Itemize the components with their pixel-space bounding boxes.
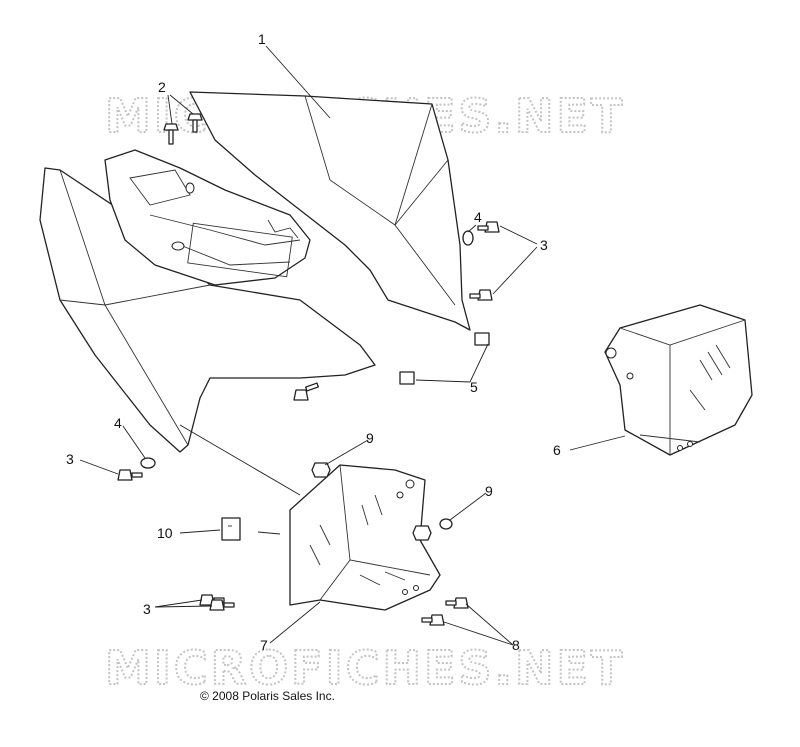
bolt-2b xyxy=(187,113,203,133)
bolt-3f xyxy=(293,382,319,401)
heat-shield-upper xyxy=(604,304,753,456)
callout-3-left: 3 xyxy=(66,451,74,467)
callout-4-lower: 4 xyxy=(114,415,122,431)
bolt-3b xyxy=(469,289,493,301)
callout-6: 6 xyxy=(553,442,561,458)
rear-fender xyxy=(39,91,471,453)
callout-10: 10 xyxy=(157,525,173,541)
callout-1: 1 xyxy=(258,31,266,47)
bolt-3a xyxy=(477,221,500,233)
callout-7: 7 xyxy=(260,637,268,653)
copyright-text: © 2008 Polaris Sales Inc. xyxy=(200,689,335,703)
decal xyxy=(221,517,241,541)
heat-shield-lower xyxy=(289,464,441,611)
callout-9-upper: 9 xyxy=(366,430,374,446)
nut-9b xyxy=(412,525,432,541)
callout-3-lower: 3 xyxy=(143,601,151,617)
bolt-3c xyxy=(117,469,143,481)
watermark-bottom: MICROFICHES.NET xyxy=(105,641,625,695)
callout-3-upper: 3 xyxy=(540,237,548,253)
clip-5a xyxy=(399,371,415,385)
callout-2: 2 xyxy=(158,79,166,95)
callout-8: 8 xyxy=(512,637,520,653)
washer-4a xyxy=(462,230,474,246)
washer-4b xyxy=(140,457,156,469)
callout-9-lower: 9 xyxy=(485,483,493,499)
clip-5b xyxy=(474,332,490,346)
callout-4-upper: 4 xyxy=(474,209,482,225)
bolt-8a xyxy=(445,597,469,609)
bolt-2a xyxy=(163,123,179,145)
leader-lines xyxy=(79,45,626,646)
washer-9 xyxy=(439,518,453,530)
bolt-3e xyxy=(209,599,235,611)
bolt-8b xyxy=(421,614,445,626)
callout-5: 5 xyxy=(470,379,478,395)
nut-9a xyxy=(311,462,331,478)
